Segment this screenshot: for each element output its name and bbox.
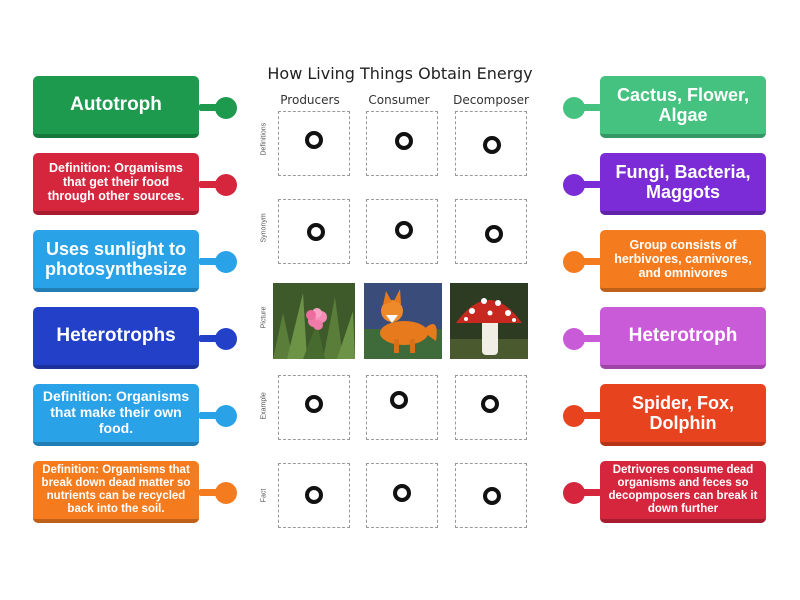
left-card-autotroph[interactable]: Autotroph: [33, 76, 199, 138]
right-card-detrivores[interactable]: Detrivores consume dead organisms and fe…: [600, 461, 766, 523]
left-connector-dot[interactable]: [215, 328, 237, 350]
left-connector-dot[interactable]: [215, 251, 237, 273]
right-connector: [579, 181, 601, 188]
row-label-picture: Picture: [260, 306, 268, 329]
right-connector: [579, 489, 601, 496]
left-connector-dot[interactable]: [215, 97, 237, 119]
left-card-decomposer-definition[interactable]: Definition: Orgamisms that break down de…: [33, 461, 199, 523]
left-connector: [199, 335, 221, 342]
worksheet: How Living Things Obtain Energy Producer…: [250, 60, 550, 538]
card-label: Definition: Orgamisms that get their foo…: [47, 161, 185, 203]
worksheet-title: How Living Things Obtain Energy: [267, 64, 533, 83]
right-connector-dot[interactable]: [563, 482, 585, 504]
card-label: Group consists of herbivores, carnivores…: [614, 238, 752, 280]
right-connector: [579, 335, 601, 342]
row-label-definitions: Definitions: [260, 122, 268, 156]
right-connector-dot[interactable]: [563, 405, 585, 427]
right-connector-dot[interactable]: [563, 251, 585, 273]
pink-flower-image: [273, 283, 355, 359]
left-card-producer-definition[interactable]: Definition: Organisms that make their ow…: [33, 384, 199, 446]
drop-target-circle[interactable]: [390, 391, 408, 409]
card-label: Fungi, Bacteria, Maggots: [615, 161, 751, 202]
row-label-fact: Fact: [260, 488, 268, 503]
left-card-heterotrophs[interactable]: Heterotrophs: [33, 307, 199, 369]
column-header-producers: Producers: [280, 93, 340, 107]
left-connector: [199, 258, 221, 265]
right-card-spider-fox-dolphin[interactable]: Spider, Fox, Dolphin: [600, 384, 766, 446]
card-label: Uses sunlight to photosynthesize: [44, 238, 187, 279]
left-connector: [199, 489, 221, 496]
drop-target-circle[interactable]: [485, 225, 503, 243]
left-connector-dot[interactable]: [215, 482, 237, 504]
right-card-heterotroph[interactable]: Heterotroph: [600, 307, 766, 369]
card-label: Cactus, Flower, Algae: [616, 84, 750, 125]
card-label: Definition: Orgamisms that break down de…: [41, 464, 191, 515]
left-connector: [199, 181, 221, 188]
right-connector: [579, 104, 601, 111]
card-label: Autotroph: [70, 94, 162, 116]
mushroom-image: [450, 283, 528, 359]
drop-target-circle[interactable]: [481, 395, 499, 413]
card-label: Definition: Organisms that make their ow…: [42, 388, 190, 436]
left-connector: [199, 104, 221, 111]
card-label: Detrivores consume dead organisms and fe…: [608, 464, 758, 515]
left-connector-dot[interactable]: [215, 405, 237, 427]
drop-target-circle[interactable]: [305, 395, 323, 413]
right-card-fungi-bacteria-maggots[interactable]: Fungi, Bacteria, Maggots: [600, 153, 766, 215]
fox-image: [364, 283, 442, 359]
card-label: Spider, Fox, Dolphin: [631, 392, 735, 433]
card-label: Heterotroph: [628, 325, 738, 347]
drop-target-circle[interactable]: [393, 484, 411, 502]
left-card-heterotroph-definition[interactable]: Definition: Orgamisms that get their foo…: [33, 153, 199, 215]
drop-target-circle[interactable]: [305, 486, 323, 504]
right-connector-dot[interactable]: [563, 97, 585, 119]
right-card-consumer-group[interactable]: Group consists of herbivores, carnivores…: [600, 230, 766, 292]
drop-target-circle[interactable]: [483, 487, 501, 505]
left-connector-dot[interactable]: [215, 174, 237, 196]
left-card-sunlight[interactable]: Uses sunlight to photosynthesize: [33, 230, 199, 292]
right-card-cactus-flower-algae[interactable]: Cactus, Flower, Algae: [600, 76, 766, 138]
drop-target-circle[interactable]: [395, 132, 413, 150]
right-connector-dot[interactable]: [563, 328, 585, 350]
drop-target-circle[interactable]: [483, 136, 501, 154]
drop-target-circle[interactable]: [305, 131, 323, 149]
left-connector: [199, 412, 221, 419]
drop-target-circle[interactable]: [307, 223, 325, 241]
right-connector: [579, 258, 601, 265]
column-header-consumer: Consumer: [368, 93, 430, 107]
card-label: Heterotrophs: [56, 325, 176, 347]
right-connector-dot[interactable]: [563, 174, 585, 196]
drop-target-circle[interactable]: [395, 221, 413, 239]
right-connector: [579, 412, 601, 419]
row-label-example: Example: [260, 392, 268, 420]
row-label-synonym: Synonym: [260, 213, 268, 243]
column-header-decomposer: Decomposer: [453, 93, 529, 107]
